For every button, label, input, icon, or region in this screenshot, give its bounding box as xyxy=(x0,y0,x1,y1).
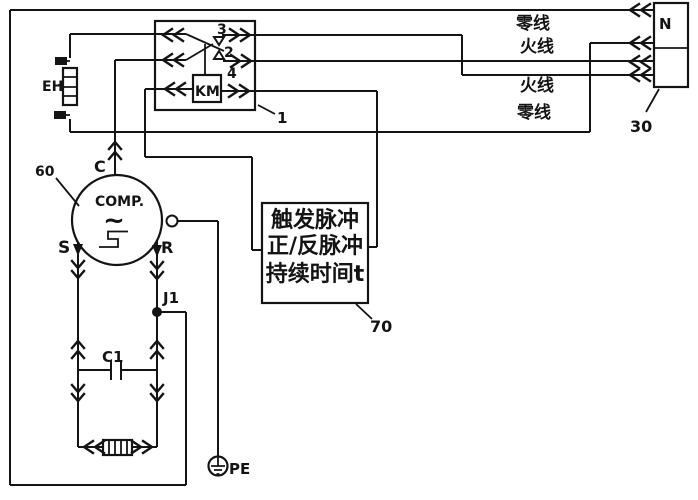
ref-30-leader xyxy=(645,88,660,113)
ac-symbol: ~ xyxy=(103,206,125,236)
arrows-up-icon xyxy=(70,140,165,360)
junction-j1-label: J1 xyxy=(162,289,179,307)
ref-1-leader xyxy=(257,104,276,115)
junction-j1-dot xyxy=(152,307,162,317)
contact-2-label: 2 xyxy=(224,45,234,61)
arrows-left-icon xyxy=(81,2,652,455)
capacitor-c1-label: C1 xyxy=(102,348,123,366)
contact-2-icon xyxy=(212,49,226,60)
trigger-line3: 持续时间t xyxy=(266,261,365,287)
ref-60-label: 60 xyxy=(35,164,55,180)
arrows-right-icon xyxy=(130,27,254,455)
ref-70-leader xyxy=(355,303,373,320)
heater-label: EH xyxy=(42,79,63,95)
power-terminal-block: N 30 零线 火线 火线 零线 xyxy=(515,1,690,136)
compressor-shell xyxy=(70,173,164,267)
arrows-down-icon xyxy=(70,259,165,403)
heater-segments xyxy=(63,76,77,97)
flow-arrows xyxy=(70,2,652,455)
contact-4-label: 4 xyxy=(227,66,237,82)
heater-terminal-ties xyxy=(58,60,70,116)
power-n-label: N xyxy=(659,15,672,33)
ref-1-label: 1 xyxy=(277,109,287,127)
heater-terminal-bottom-icon xyxy=(54,111,66,119)
trigger-line1: 触发脉冲 xyxy=(271,207,359,233)
ref-60-leader xyxy=(55,177,80,207)
protective-earth: PE xyxy=(207,455,250,478)
compressor-name: COMP. xyxy=(95,194,144,210)
compressor: COMP. ~ 60 C S R xyxy=(35,157,179,267)
arrowhead-s-icon xyxy=(73,244,83,256)
live-wire-label-2: 火线 xyxy=(520,75,554,96)
km-coil-outline xyxy=(191,73,223,104)
power-block-outline xyxy=(652,1,690,89)
shell-terminal-icon xyxy=(165,214,179,228)
earth-symbol-icon xyxy=(211,456,225,475)
arrowhead-r-icon xyxy=(152,245,162,257)
start-circuit: J1 C1 xyxy=(101,289,179,457)
trigger-module: 触发脉冲 正/反脉冲 持续时间t 70 xyxy=(260,201,392,336)
km-coil-label: KM xyxy=(195,84,220,100)
wiring xyxy=(9,9,654,486)
overload-protector-symbol xyxy=(99,230,128,248)
contact-3-icon xyxy=(212,36,226,47)
terminal-s-label: S xyxy=(58,238,70,258)
ref-70-label: 70 xyxy=(370,317,392,336)
switch-unit-outline xyxy=(153,19,257,112)
capacitor-plates-icon xyxy=(110,360,122,380)
switch-blades xyxy=(185,33,225,75)
pe-label: PE xyxy=(229,460,250,478)
wire-network xyxy=(9,9,654,486)
neutral-wire-label-top: 零线 xyxy=(515,13,550,34)
contact-3-label: 3 xyxy=(217,22,227,38)
terminal-c-label: C xyxy=(94,157,106,176)
neutral-wire-label-bottom: 零线 xyxy=(516,102,551,123)
ptc-starter-outline xyxy=(101,438,134,457)
heater-terminal-top-icon xyxy=(55,57,67,65)
ref-30-label: 30 xyxy=(630,117,652,136)
live-wire-label-1: 火线 xyxy=(520,36,554,57)
switch-unit: KM 3 2 4 1 xyxy=(153,19,287,127)
ptc-starter-hatch xyxy=(108,440,128,455)
trigger-module-outline xyxy=(260,201,370,305)
trigger-line2: 正/反脉冲 xyxy=(267,234,363,259)
terminal-r-label: R xyxy=(161,238,173,257)
heater: EH xyxy=(42,57,79,119)
